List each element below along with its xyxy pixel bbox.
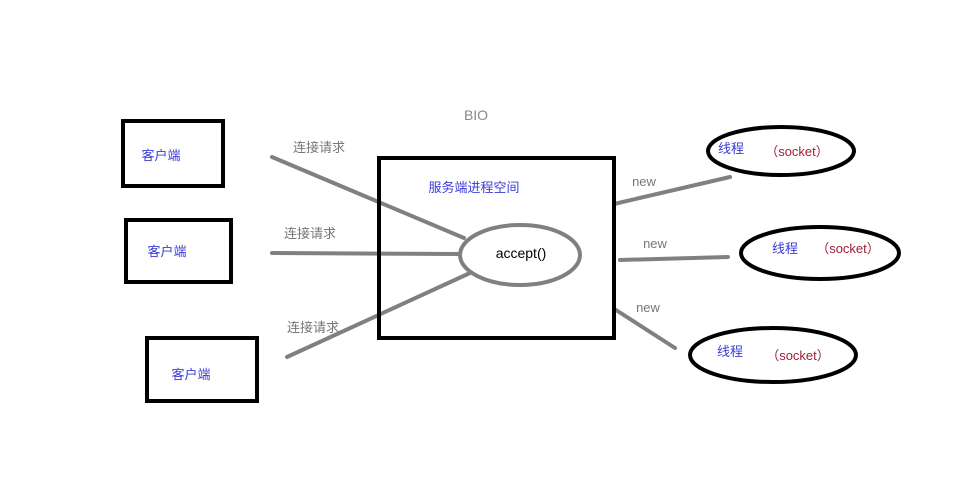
thread-label: 线程 (772, 241, 798, 256)
connection-label-3: 连接请求 (287, 320, 339, 335)
thread-node-3: 线程 （socket） (688, 326, 858, 384)
new-label-1: new (632, 174, 656, 189)
new-line-2 (618, 255, 730, 262)
connection-label-2: 连接请求 (284, 226, 336, 241)
client-label: 客户端 (147, 244, 186, 259)
new-label-3: new (636, 300, 660, 315)
new-lines (612, 175, 732, 350)
thread-label: 线程 (717, 344, 743, 359)
diagram-title: BIO (464, 107, 488, 123)
socket-label: （socket） (765, 144, 829, 159)
socket-label: （socket） (816, 241, 880, 256)
client-label: 客户端 (171, 367, 210, 382)
client-box-3: 客户端 (145, 336, 259, 403)
client-box-2: 客户端 (124, 218, 233, 284)
connection-line-2 (270, 251, 462, 256)
accept-node: accept() (458, 223, 582, 287)
connection-label-1: 连接请求 (293, 140, 345, 155)
new-line-1 (612, 175, 732, 206)
client-box-1: 客户端 (121, 119, 225, 188)
thread-node-2: 线程 （socket） (739, 225, 901, 281)
thread-label: 线程 (718, 141, 744, 156)
new-label-2: new (643, 236, 667, 251)
server-label: 服务端进程空间 (428, 180, 519, 195)
thread-node-1: 线程 （socket） (706, 125, 856, 177)
client-label: 客户端 (141, 148, 180, 163)
accept-label: accept() (496, 245, 547, 261)
server-process-box: 服务端进程空间 (377, 156, 616, 340)
connection-line-1 (270, 155, 466, 240)
new-line-3 (614, 308, 677, 350)
socket-label: （socket） (766, 348, 830, 363)
